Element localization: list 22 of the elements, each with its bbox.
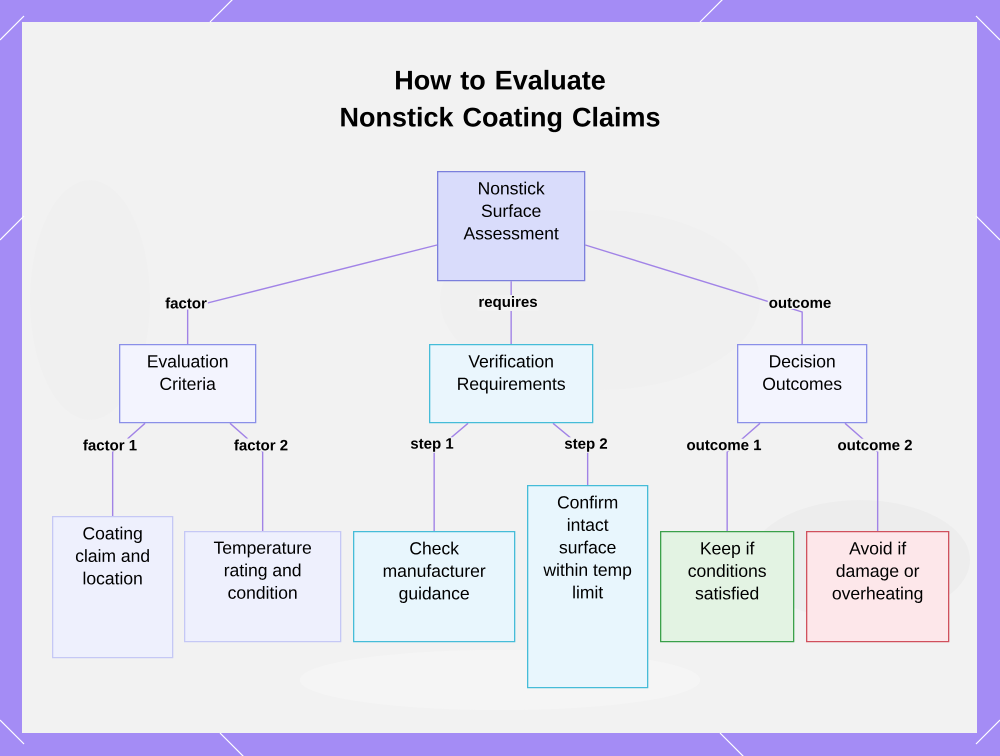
edge-label: outcome 2 <box>836 438 914 452</box>
process-box: Coating claim and location <box>52 516 174 658</box>
edge-label: step 1 <box>409 437 455 453</box>
process-box: Nonstick Surface Assessment <box>437 171 586 282</box>
edge-label: step 2 <box>563 437 609 453</box>
edge-label: outcome 1 <box>686 438 763 452</box>
process-box: Keep if conditions satisfied <box>660 531 794 642</box>
title: How to Evaluate Nonstick Coating Claims <box>341 70 660 132</box>
process-box: Decision Outcomes <box>737 344 868 424</box>
process-box: Temperature rating and condition <box>184 531 342 642</box>
edge-label: factor <box>164 296 208 310</box>
edge-label: outcome <box>768 297 832 309</box>
connector-line <box>585 244 803 344</box>
process-box: Evaluation Criteria <box>119 344 256 424</box>
process-box: Check manufacturer guidance <box>353 531 516 642</box>
process-box: Avoid if damage or overheating <box>806 531 950 642</box>
edge-label: factor 2 <box>232 438 290 452</box>
process-box: Verification Requirements <box>429 344 594 424</box>
edge-label: requires <box>477 295 539 311</box>
connector-line <box>186 244 438 344</box>
edge-label: factor 1 <box>82 438 138 452</box>
process-box: Confirm intact surface within temp limit <box>527 485 648 688</box>
